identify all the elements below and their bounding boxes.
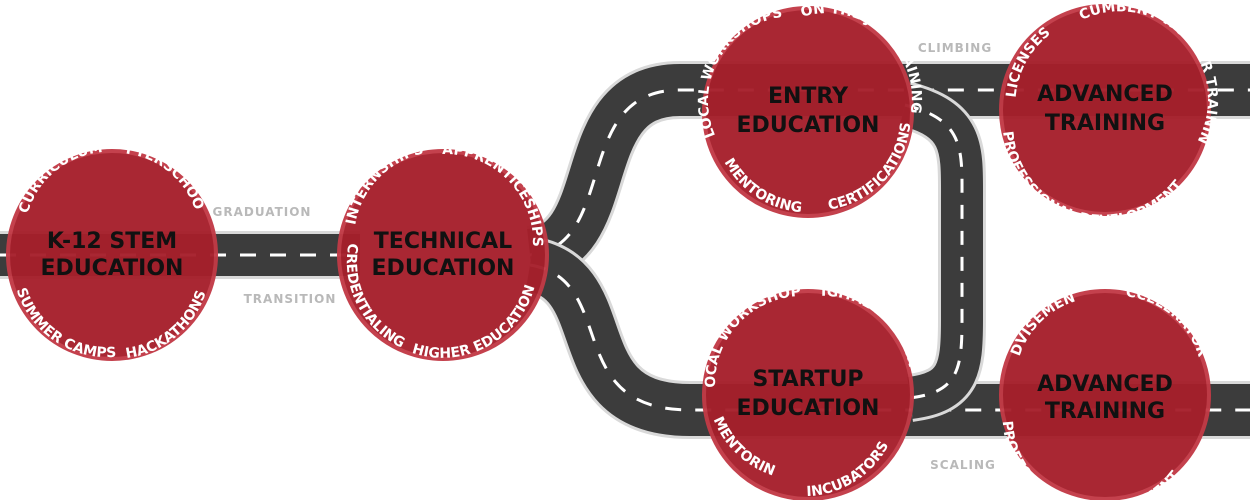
node-title-line1: ENTRY <box>768 84 849 109</box>
node-title-line2: EDUCATION <box>737 113 880 138</box>
node-title-line2: TRAINING <box>1045 399 1165 424</box>
node-entry-education: ENTRY EDUCATION LOCAL WORKSHOPS ON THE J… <box>696 1 924 218</box>
node-title-line1: ADVANCED <box>1037 372 1173 397</box>
node-circle <box>999 4 1211 216</box>
road-label-transition: TRANSITION <box>244 292 337 306</box>
node-title-line2: TRAINING <box>1045 111 1165 136</box>
node-k12-stem-education: K-12 STEM EDUCATION CURRICULUM AFTERSCHO… <box>0 0 218 362</box>
node-circle <box>702 6 914 218</box>
node-circle <box>6 149 218 361</box>
road-label-scaling: SCALING <box>930 458 996 472</box>
road-segment <box>524 61 1250 284</box>
road-segment <box>523 236 1250 439</box>
node-circle <box>999 289 1211 500</box>
node-title-line2: EDUCATION <box>372 256 515 281</box>
node-title-line1: ADVANCED <box>1037 82 1173 107</box>
road-label-graduation: GRADUATION <box>213 205 312 219</box>
node-title-line1: STARTUP <box>752 367 863 392</box>
node-title-line1: TECHNICAL <box>374 229 512 254</box>
road-segment <box>898 81 987 422</box>
road-label-climbing: CLIMBING <box>918 41 992 55</box>
node-title-line2: EDUCATION <box>41 256 184 281</box>
node-title-line2: EDUCATION <box>737 396 880 421</box>
road-network <box>0 61 1250 439</box>
node-circle <box>702 289 914 500</box>
node-title-line1: K-12 STEM <box>47 229 177 254</box>
node-circle <box>337 149 549 361</box>
node-technical-education: TECHNICAL EDUCATION INTERNSHIPS APPRENTI… <box>337 141 549 362</box>
